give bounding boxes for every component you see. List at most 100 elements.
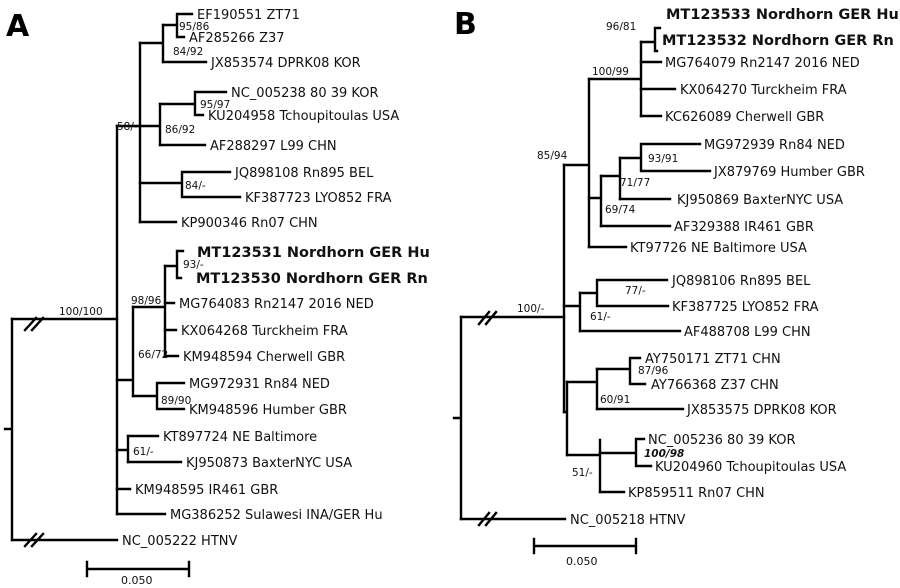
leaf-label: AF288297 L99 CHN — [210, 139, 337, 154]
leaf-label: AY750171 ZT71 CHN — [645, 352, 781, 367]
leaf-label: KJ950869 BaxterNYC USA — [677, 193, 843, 208]
branch — [587, 40, 643, 118]
leaf-label: MG972939 Rn84 NED — [704, 138, 845, 153]
branch — [562, 77, 591, 249]
panel-a-leaf-labels: EF190551 ZT71 AF285266 Z37 JX853574 DPRK… — [122, 8, 430, 549]
branch — [163, 301, 180, 358]
panel-b-label: B — [454, 7, 477, 42]
branch — [115, 305, 135, 398]
leaf-label: NC_005222 HTNV — [122, 534, 238, 549]
support-value: 61/- — [133, 446, 154, 458]
support-value: 60/91 — [600, 394, 630, 406]
branch — [3, 317, 14, 542]
branch — [599, 197, 672, 228]
leaf-label: KT97726 NE Baltimore USA — [630, 241, 807, 256]
branch — [161, 12, 208, 64]
branch — [599, 156, 622, 201]
support-value: 84/- — [185, 180, 206, 192]
leaf-label: MT123533 Nordhorn GER Hu — [666, 7, 899, 23]
branch — [163, 249, 185, 280]
scale-bar-label: 0.050 — [121, 574, 153, 587]
panel-b-branches — [452, 26, 712, 555]
leaf-label: JQ898108 Rn895 BEL — [234, 166, 374, 181]
branch — [131, 264, 167, 358]
support-value: 71/77 — [620, 177, 650, 189]
leaf-label: MG764079 Rn2147 2016 NED — [665, 56, 860, 71]
branch — [138, 23, 165, 64]
support-value: 66/72 — [138, 349, 168, 361]
support-value: 89/90 — [161, 395, 191, 407]
panel-a-label: A — [6, 9, 30, 44]
branch — [115, 487, 167, 516]
branch — [565, 367, 599, 411]
leaf-label: KM948595 IR461 GBR — [135, 483, 278, 498]
support-value: 69/74 — [605, 204, 636, 216]
leaf-label: KX064268 Turckheim FRA — [181, 324, 348, 339]
branch — [595, 356, 647, 386]
support-value: 61/- — [590, 311, 611, 323]
leaf-label: MG764083 Rn2147 2016 NED — [179, 297, 374, 312]
leaf-label: MT123531 Nordhorn GER Hu — [197, 245, 430, 261]
support-value: 85/94 — [537, 150, 568, 162]
branch — [639, 60, 677, 118]
panel-a-support-values: 95/86 84/92 95/97 86/92 58/- 84/- 93/- 9… — [59, 21, 230, 458]
leaf-label: KP859511 Rn07 CHN — [628, 486, 765, 501]
branch — [115, 41, 142, 224]
root-break-mark — [477, 310, 498, 326]
support-value: 98/96 — [131, 295, 162, 307]
support-value: 100/99 — [592, 66, 629, 78]
panel-b-leaf-labels: MT123533 Nordhorn GER Hu MT123532 Nordho… — [570, 7, 899, 528]
branch — [452, 315, 463, 521]
leaf-label: JQ898106 Rn895 BEL — [671, 274, 811, 289]
branch — [562, 380, 569, 457]
support-value: 58/- — [117, 121, 138, 133]
branch — [131, 381, 186, 411]
leaf-label: KX064270 Turckheim FRA — [680, 83, 847, 98]
branch — [587, 174, 603, 228]
leaf-label: JX853575 DPRK08 KOR — [686, 403, 837, 418]
support-value: 100/98 — [644, 448, 684, 460]
leaf-label: KP900346 Rn07 CHN — [181, 216, 318, 231]
branch — [639, 26, 662, 53]
panel-a-branches — [3, 12, 242, 578]
panel-b-support-values: 96/81 100/99 85/94 93/91 71/77 69/74 77/… — [517, 21, 684, 479]
leaf-label: KT897724 NE Baltimore — [163, 430, 317, 445]
leaf-label: MG386252 Sulawesi INA/GER Hu — [170, 508, 383, 523]
scale-bar — [532, 537, 638, 555]
branch — [562, 291, 582, 333]
leaf-label: KF387725 LYO852 FRA — [672, 300, 819, 315]
branch — [598, 437, 653, 468]
branch — [138, 170, 242, 199]
leaf-label: KU204958 Tchoupitoulas USA — [208, 109, 399, 124]
support-value: 95/97 — [200, 99, 230, 111]
support-value: 86/92 — [165, 124, 195, 136]
leaf-label: AF285266 Z37 — [189, 31, 285, 46]
root-break-mark — [23, 316, 45, 332]
branch — [126, 434, 183, 464]
root-break-mark — [23, 532, 45, 548]
leaf-label: JX853574 DPRK08 KOR — [210, 56, 361, 71]
support-value: 93/91 — [648, 153, 678, 165]
branch — [138, 102, 162, 147]
support-value: 96/81 — [606, 21, 636, 33]
root-break-mark — [477, 511, 498, 527]
leaf-label: MT123530 Nordhorn GER Rn — [196, 271, 428, 287]
leaf-label: KM948596 Humber GBR — [189, 403, 347, 418]
support-value: 77/- — [625, 285, 646, 297]
leaf-label: EF190551 ZT71 — [197, 8, 300, 23]
leaf-label: KJ950873 BaxterNYC USA — [186, 456, 352, 471]
leaf-label: NC_005236 80 39 KOR — [648, 433, 796, 448]
leaf-label: KM948594 Cherwell GBR — [183, 350, 345, 365]
branch — [10, 317, 119, 542]
branch — [578, 278, 670, 308]
branch — [565, 438, 602, 494]
panel-b: B — [452, 7, 899, 568]
panel-a: A — [3, 8, 430, 587]
leaf-label: AY766368 Z37 CHN — [651, 378, 779, 393]
leaf-label: AF488708 L99 CHN — [684, 325, 811, 340]
branch — [459, 315, 567, 521]
support-value: 95/86 — [179, 21, 210, 33]
leaf-label: NC_005238 80 39 KOR — [231, 86, 379, 101]
scale-bar — [85, 560, 191, 578]
